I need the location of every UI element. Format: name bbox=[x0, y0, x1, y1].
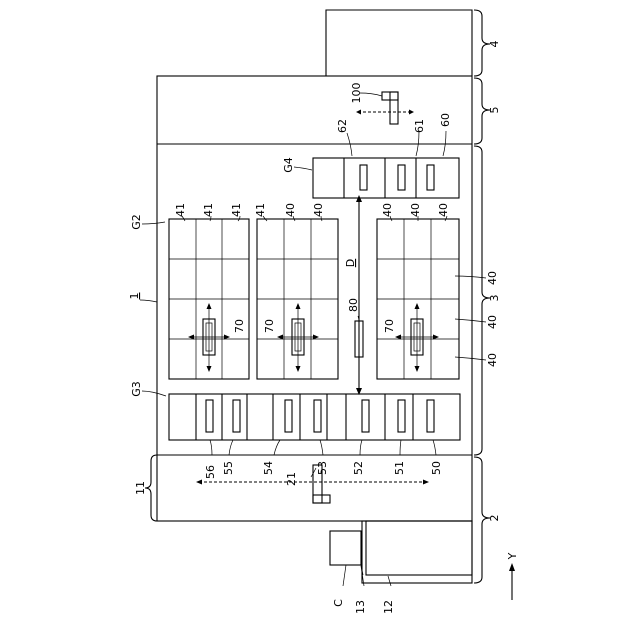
label-40-b: 40 bbox=[312, 203, 325, 217]
label-56: 56 bbox=[204, 465, 217, 479]
label-41-d: 41 bbox=[254, 203, 267, 217]
label-11: 11 bbox=[134, 481, 147, 495]
label-50: 50 bbox=[430, 461, 443, 475]
label-40-e: 40 bbox=[437, 203, 450, 217]
label-62: 62 bbox=[336, 119, 349, 133]
y-axis-arrow bbox=[509, 563, 515, 600]
label-54: 54 bbox=[262, 461, 275, 475]
label-g3: G3 bbox=[130, 381, 143, 397]
transfer-device-100 bbox=[356, 92, 414, 124]
label-40-a: 40 bbox=[284, 203, 297, 217]
label-70-a: 70 bbox=[233, 319, 246, 333]
cassette-station bbox=[330, 521, 472, 583]
label-13: 13 bbox=[354, 600, 367, 614]
label-51: 51 bbox=[393, 461, 406, 475]
label-g2: G2 bbox=[130, 214, 143, 230]
label-80: 80 bbox=[347, 298, 360, 312]
label-y: Y bbox=[506, 552, 519, 560]
label-g4: G4 bbox=[282, 157, 295, 173]
label-21: 21 bbox=[285, 472, 298, 486]
label-40-g: 40 bbox=[486, 315, 499, 329]
label-12: 12 bbox=[382, 600, 395, 614]
unit-group-g2 bbox=[169, 219, 249, 379]
label-40-d: 40 bbox=[409, 203, 422, 217]
label-41-c: 41 bbox=[230, 203, 243, 217]
label-d: D bbox=[344, 259, 357, 267]
label-40-h: 40 bbox=[486, 353, 499, 367]
transfer-device-80 bbox=[355, 195, 363, 395]
label-41-a: 41 bbox=[174, 203, 187, 217]
label-5: 5 bbox=[488, 107, 501, 114]
label-3: 3 bbox=[488, 295, 501, 302]
unit-group-g4 bbox=[313, 158, 459, 198]
label-70-b: 70 bbox=[263, 319, 276, 333]
label-4: 4 bbox=[488, 41, 501, 48]
label-60: 60 bbox=[439, 113, 452, 127]
section-4-station bbox=[326, 10, 472, 76]
unit-block-middle bbox=[257, 219, 338, 379]
unit-group-g3 bbox=[169, 394, 460, 440]
label-100: 100 bbox=[350, 83, 363, 104]
label-52: 52 bbox=[352, 461, 365, 475]
label-2: 2 bbox=[488, 515, 501, 522]
label-53: 53 bbox=[316, 461, 329, 475]
label-70-c: 70 bbox=[383, 319, 396, 333]
label-40-c: 40 bbox=[381, 203, 394, 217]
main-outline bbox=[157, 76, 472, 521]
label-61: 61 bbox=[413, 119, 426, 133]
label-40-f: 40 bbox=[486, 271, 499, 285]
label-41-b: 41 bbox=[202, 203, 215, 217]
label-55: 55 bbox=[222, 461, 235, 475]
label-1: 1 bbox=[128, 293, 141, 300]
label-c: C bbox=[332, 599, 345, 607]
unit-block-right bbox=[377, 219, 459, 379]
diagram-labels: 4 5 3 2 11 1 G2 G3 G4 100 62 61 60 41 41… bbox=[128, 41, 519, 615]
